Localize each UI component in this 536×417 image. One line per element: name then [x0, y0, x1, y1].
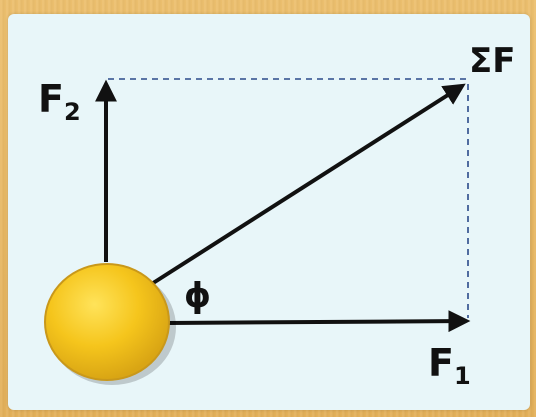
f1-label: F1 — [428, 341, 471, 390]
resultant-arrow — [148, 83, 466, 287]
angle-label: ϕ — [184, 276, 211, 316]
resultant-label: ΣF — [469, 41, 515, 81]
f1-arrow — [167, 310, 471, 333]
ball — [44, 263, 170, 381]
f1-label-sub: 1 — [454, 362, 471, 390]
f2-label: F2 — [38, 77, 81, 126]
f2-label-main: F — [38, 77, 64, 121]
f2-label-sub: 2 — [64, 98, 81, 126]
f1-label-main: F — [428, 341, 454, 385]
